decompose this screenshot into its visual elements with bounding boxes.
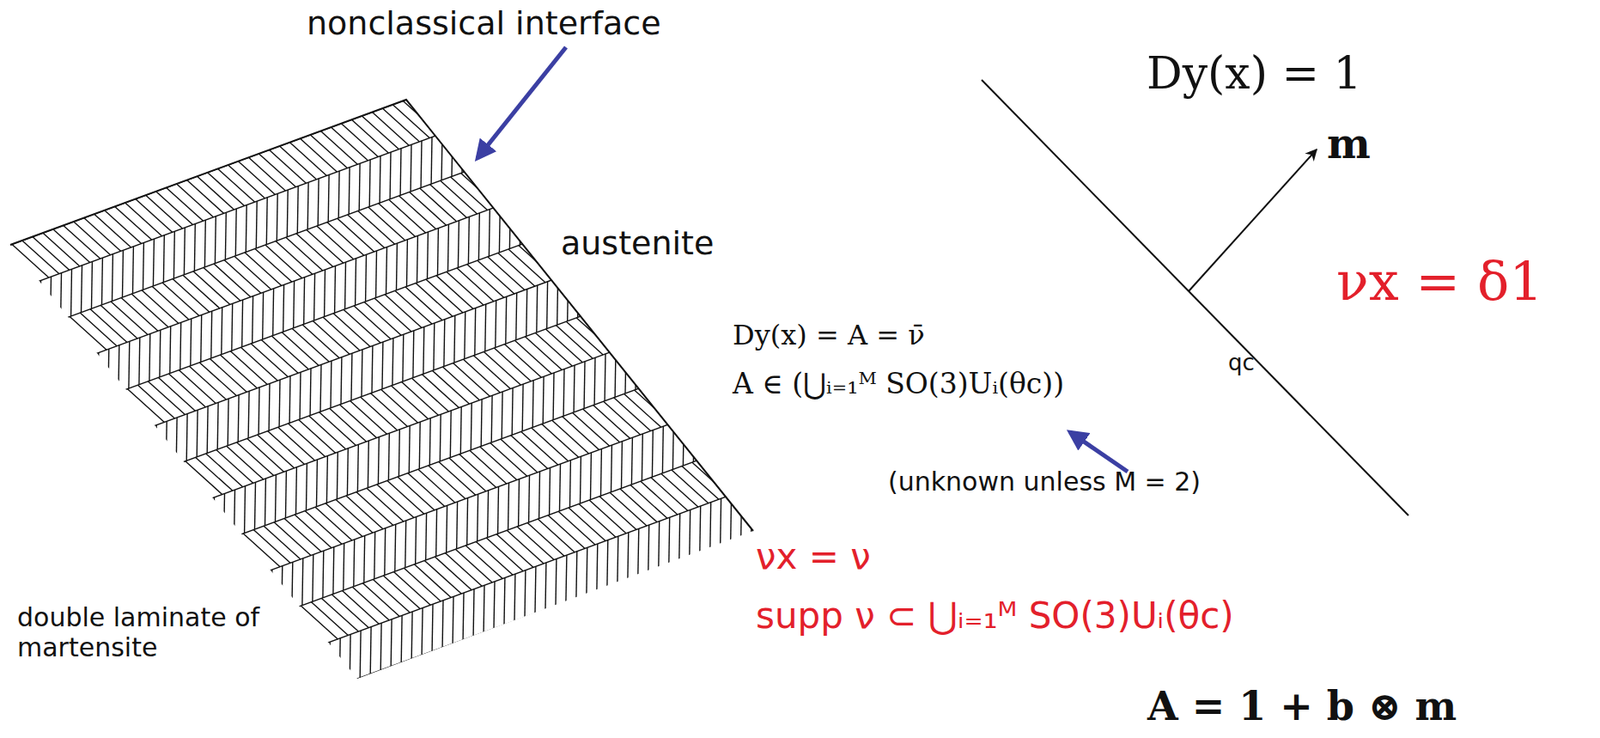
equation: A ∈ (⋃ᵢ₌₁ᴹ SO(3)Uᵢ(θc)) (732, 367, 1065, 401)
equation: Dy(x) = A = ν̄ (732, 319, 925, 352)
laminate-outline (10, 99, 754, 531)
pointer-arrow (1070, 431, 1128, 472)
young-measure: νx = δ1 (1336, 250, 1544, 312)
normal-vector (1188, 149, 1317, 292)
superscript: qc (1228, 350, 1255, 377)
laminate-hatching (0, 85, 793, 705)
equation: Dy(x) = 1 (1146, 48, 1363, 100)
callout-label: nonclassical interface (306, 5, 662, 43)
vector-label: m (1326, 120, 1371, 168)
note: (unknown unless M = 2) (888, 467, 1201, 498)
phase-label: double laminate of martensite (17, 602, 275, 663)
phase-label: austenite (560, 225, 714, 263)
young-measure: νx = ν (755, 535, 871, 578)
pointer-arrow (477, 47, 566, 159)
equation: supp ν ⊂ ⋃ᵢ₌₁ᴹ SO(3)Uᵢ(θc) (755, 595, 1235, 637)
equation: A = 1 + b ⊗ m (1147, 683, 1457, 730)
